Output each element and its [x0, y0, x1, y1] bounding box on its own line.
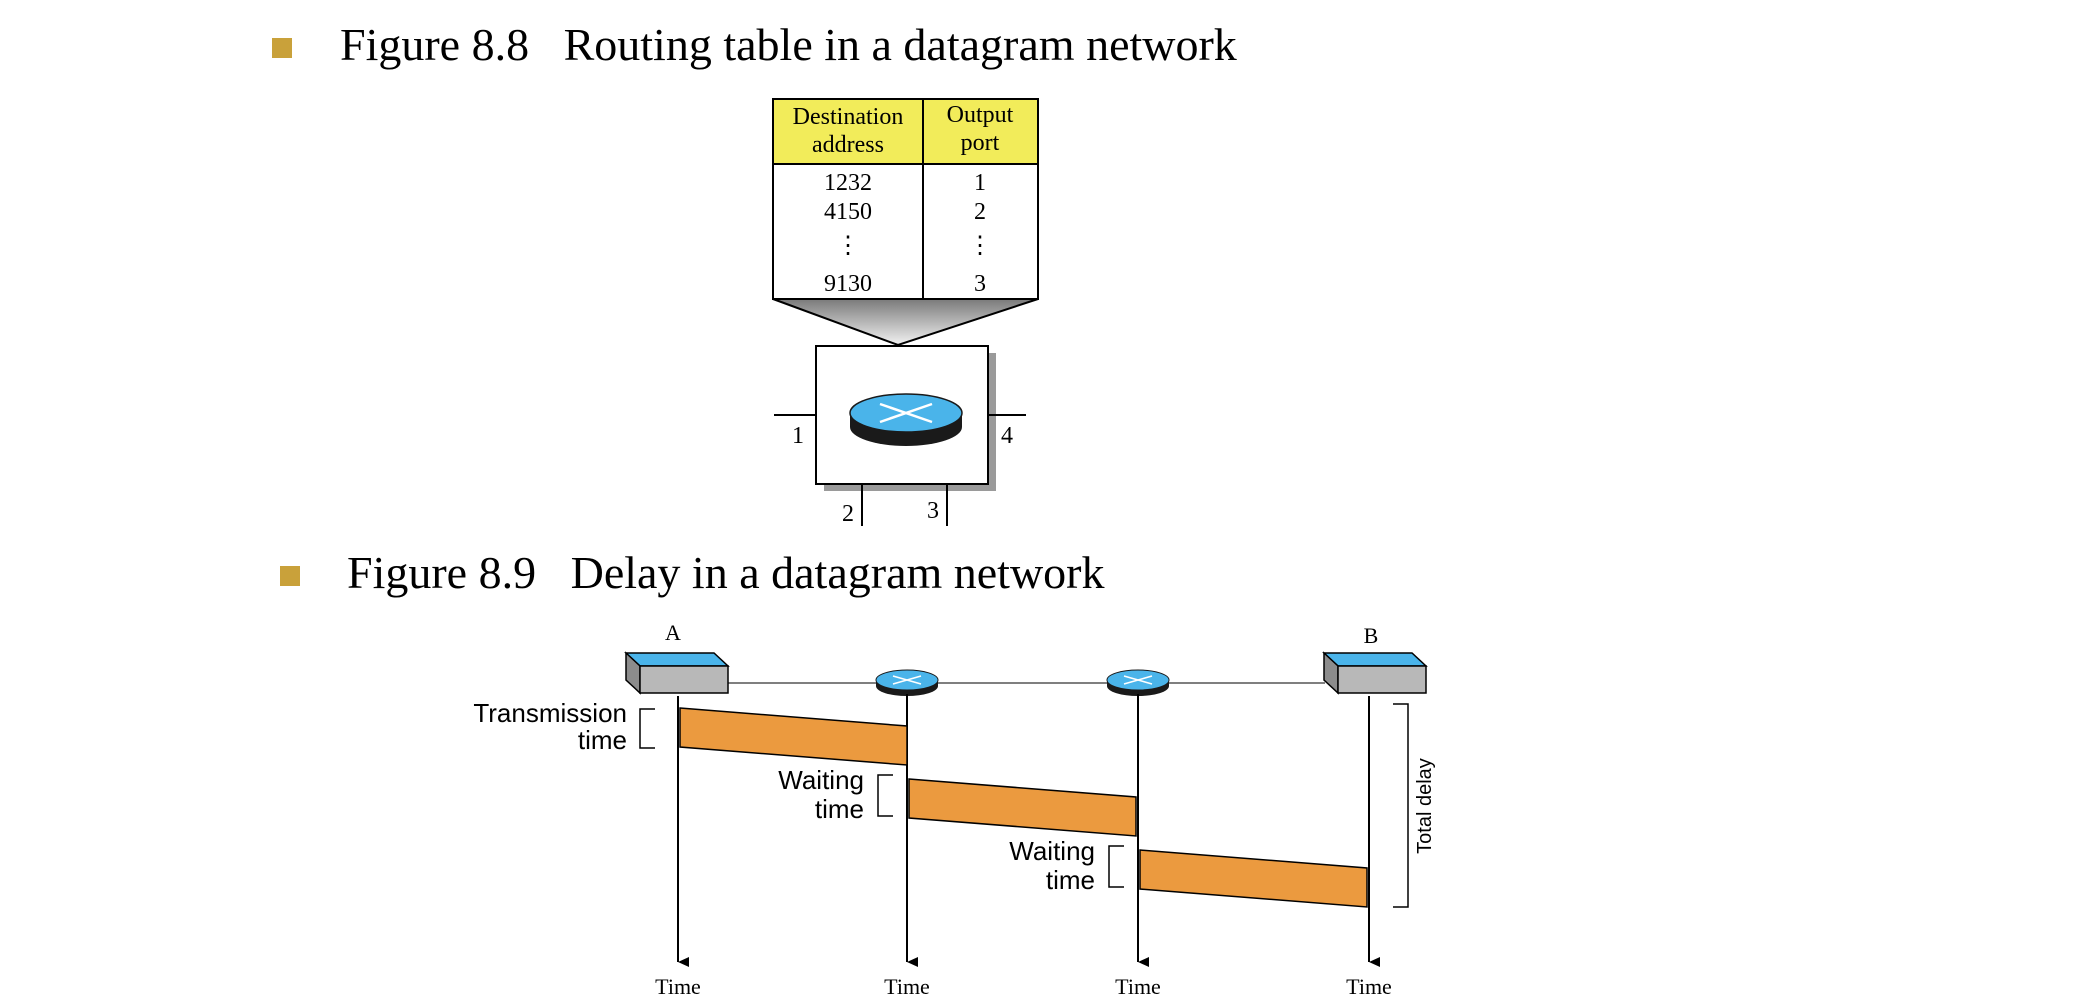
total-delay-label: Total delay: [1414, 758, 1436, 854]
table-cell-ellipsis: ⋮: [968, 233, 992, 259]
bullet-fig-8-8: [272, 38, 292, 58]
waiting-time-bracket: [877, 774, 893, 817]
station-a: A: [624, 620, 730, 695]
waiting-time-label-line1: Waiting: [1009, 836, 1095, 866]
transmission-time-bracket: [639, 708, 655, 749]
packet-bar: [1139, 849, 1368, 908]
col1-header-line1: Destination: [793, 104, 904, 130]
table-header-bg: [773, 99, 1038, 164]
col1-header-line2: address: [812, 132, 884, 158]
time-label: Time: [1346, 974, 1392, 999]
table-cell: 2: [974, 199, 986, 225]
waiting-time-label-line1: Waiting: [778, 765, 864, 795]
total-delay-bracket: [1393, 703, 1409, 908]
figure-8-8-caption: Figure 8.8 Routing table in a datagram n…: [340, 19, 1237, 70]
router-icon: [875, 669, 939, 696]
station-b-label: B: [1364, 623, 1379, 648]
port-label-1: 1: [792, 423, 804, 449]
time-label: Time: [655, 974, 701, 999]
col2-header-line2: port: [961, 130, 1000, 156]
transmission-time-label-line2: time: [578, 725, 627, 755]
routing-table: Destination address Output port 1232 1 4…: [772, 98, 1039, 300]
table-cell: 1232: [824, 170, 872, 196]
transmission-time-label-line1: Transmission: [473, 698, 627, 728]
station-b: B: [1322, 623, 1428, 695]
figure-8-9-caption: Figure 8.9 Delay in a datagram network: [347, 547, 1105, 598]
table-cell: 1: [974, 170, 986, 196]
table-funnel: [772, 298, 1039, 347]
waiting-time-bracket: [1108, 845, 1124, 888]
port-label-3: 3: [927, 498, 939, 524]
port-label-2: 2: [842, 501, 854, 527]
router-icon: [1106, 669, 1170, 696]
packet-bar: [679, 707, 908, 766]
waiting-time-label-line2: time: [815, 794, 864, 824]
col2-header-line1: Output: [947, 102, 1014, 128]
table-cell: 3: [974, 271, 986, 297]
table-cell: 9130: [824, 271, 872, 297]
table-cell-ellipsis: ⋮: [836, 233, 860, 259]
bullet-fig-8-9: [280, 566, 300, 586]
table-cell: 4150: [824, 199, 872, 225]
packet-bar: [908, 778, 1137, 837]
station-a-label: A: [665, 620, 681, 645]
waiting-time-label-line2: time: [1046, 865, 1095, 895]
router-icon: [849, 393, 963, 446]
time-label: Time: [884, 974, 930, 999]
port-label-4: 4: [1001, 423, 1013, 449]
time-label: Time: [1115, 974, 1161, 999]
